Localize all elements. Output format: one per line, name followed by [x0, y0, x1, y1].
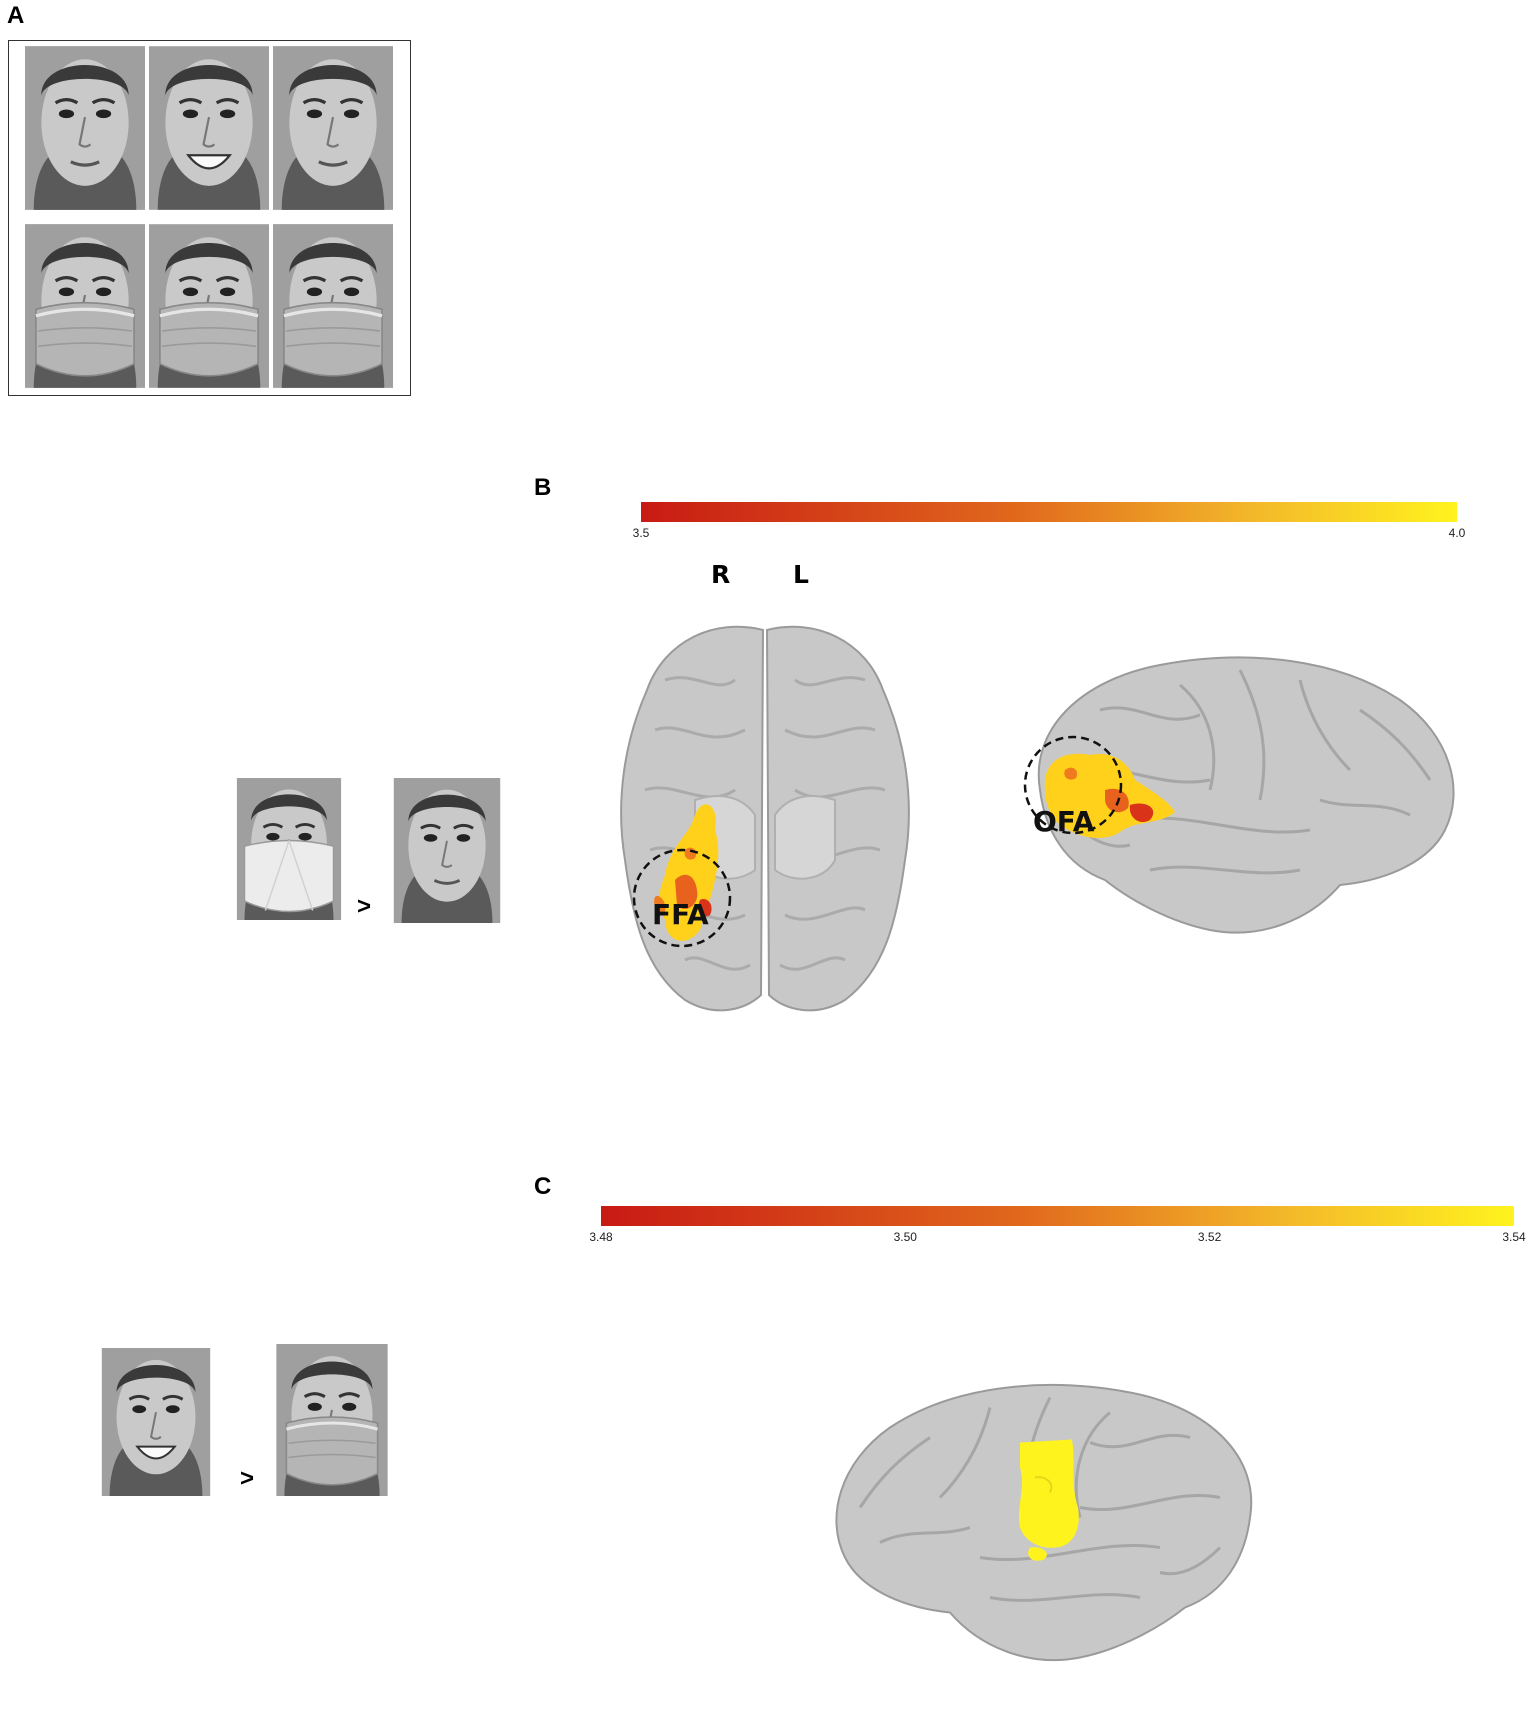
- ventral-brain-view: [585, 600, 945, 1020]
- unmasked-neutral-stimulus-b: [392, 778, 502, 923]
- stimuli-grid: [8, 40, 411, 396]
- colorbar-b-max-label: 4.0: [1448, 526, 1466, 540]
- colorbar-b-gradient: [641, 502, 1457, 522]
- colorbar-c: 3.48 3.50 3.52 3.54: [589, 1206, 1526, 1244]
- happy-masked-face-image: [149, 224, 269, 388]
- colorbar-c-tick-2: 3.52: [1197, 1230, 1222, 1244]
- masked-neutral-stimulus-b: [235, 778, 343, 920]
- colorbar-b: 3.5 4.0: [633, 502, 1465, 540]
- lateral-brain-view-b: [1010, 640, 1470, 940]
- colorbar-c-tick-3: 3.54: [1502, 1230, 1526, 1244]
- contrast-symbol-c: >: [240, 1465, 255, 1492]
- ofa-roi-circle: [1023, 735, 1123, 835]
- panel-b-label: B: [534, 474, 552, 501]
- neutral-face-image: [273, 46, 393, 210]
- fearful-masked-face-image: [25, 224, 145, 388]
- colorbar-c-tick-1: 3.50: [893, 1230, 917, 1244]
- colorbar-c-tick-0: 3.48: [589, 1230, 613, 1244]
- neutral-masked-face-image: [273, 224, 393, 388]
- panel-c-label: C: [534, 1173, 552, 1200]
- frontal-activation-cluster: [1019, 1439, 1079, 1561]
- fearful-face-image: [25, 46, 145, 210]
- hemisphere-right-label: R: [711, 560, 731, 589]
- panel-a-label: A: [7, 2, 25, 29]
- hemisphere-left-label: L: [793, 560, 809, 589]
- colorbar-b-min-label: 3.5: [632, 526, 650, 540]
- ofa-activation-cluster: [1044, 753, 1175, 839]
- ffa-label: FFA: [652, 898, 709, 931]
- happy-face-image: [149, 46, 269, 210]
- happy-stimulus-c: [100, 1348, 212, 1496]
- ofa-label: OFA: [1033, 805, 1095, 838]
- happy-masked-stimulus-c: [276, 1344, 388, 1496]
- colorbar-c-gradient: [601, 1206, 1514, 1226]
- ffa-roi-circle: [632, 848, 732, 948]
- lateral-brain-view-c: [820, 1360, 1280, 1675]
- contrast-symbol-b: >: [357, 893, 372, 920]
